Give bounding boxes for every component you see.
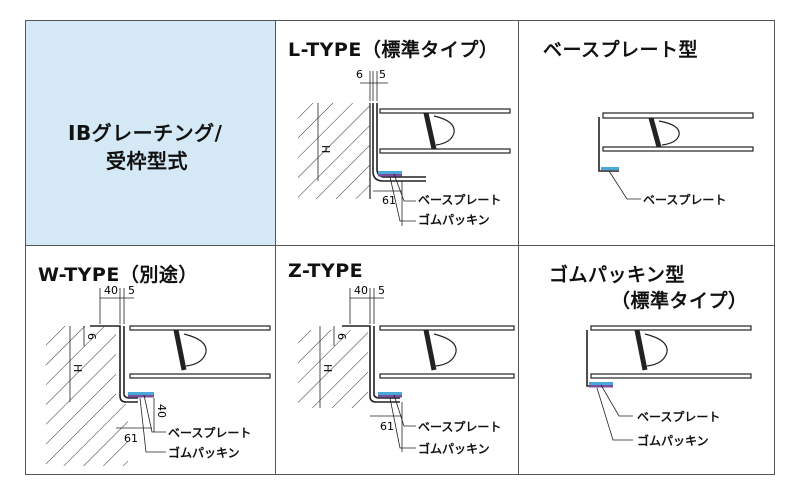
w-dim-61: 61 — [124, 432, 138, 445]
z-type-panel: Z-TYPE 40 5 6 H 61 ベースプレート ゴムパッキン — [275, 245, 519, 475]
gum-title-line2: （標準タイプ） — [611, 290, 748, 312]
w-dim-40: 40 — [104, 284, 118, 297]
ib-title-line1: IBグレーチング/ — [68, 121, 223, 145]
ib-panel: IBグレーチング/ 受枠型式 — [25, 20, 276, 246]
z-label-gum: ゴムパッキン — [418, 442, 490, 456]
gum-label-gum: ゴムパッキン — [637, 434, 709, 448]
l-dim-h: H — [319, 145, 332, 153]
base-plate-panel: ベースプレート型 ベースプレート — [518, 20, 775, 246]
gum-label-base: ベースプレート — [637, 410, 721, 424]
w-label-gum: ゴムパッキン — [168, 446, 240, 460]
l-dim-5: 5 — [379, 68, 386, 81]
z-type-diagram: 40 5 6 H 61 — [298, 284, 515, 452]
base-plate-title: ベースプレート型 — [543, 39, 699, 61]
l-dim-6: 6 — [356, 68, 363, 81]
w-dim-5: 5 — [128, 284, 135, 297]
l-dim-61: 61 — [382, 194, 396, 207]
w-dim-h: H — [71, 364, 84, 372]
z-dim-5: 5 — [378, 284, 385, 297]
base-plate-diagram — [598, 112, 754, 200]
w-dim-6: 6 — [85, 333, 98, 340]
z-type-title: Z-TYPE — [288, 260, 364, 282]
gum-packing-diagram — [586, 325, 752, 441]
z-label-base: ベースプレート — [418, 420, 502, 434]
ib-title-line2: 受枠型式 — [106, 149, 188, 173]
l-type-panel: L-TYPE（標準タイプ） 6 5 H 61 ベースプレート ゴムパッキン — [275, 20, 519, 246]
gum-title-line1: ゴムパッキン型 — [549, 264, 685, 286]
w-type-diagram: 40 5 6 H 40 61 — [46, 284, 271, 466]
z-dim-h: H — [321, 364, 334, 372]
l-label-gum: ゴムパッキン — [418, 213, 490, 227]
w-type-title: W-TYPE（別途） — [38, 264, 198, 286]
gum-packing-panel: ゴムパッキン型 （標準タイプ） ベースプレート ゴムパッキン — [518, 245, 775, 475]
l-type-title: L-TYPE（標準タイプ） — [288, 39, 499, 61]
w-dim-40v: 40 — [155, 404, 168, 418]
z-dim-40: 40 — [354, 284, 368, 297]
l-type-diagram: 6 5 H 61 — [298, 68, 511, 226]
w-type-panel: W-TYPE（別途） 40 5 6 H 40 61 ベースプレート ゴムパッ — [25, 245, 276, 475]
z-dim-61: 61 — [380, 420, 394, 433]
z-dim-6: 6 — [335, 333, 348, 340]
w-label-base: ベースプレート — [168, 426, 252, 440]
base-plate-label: ベースプレート — [643, 193, 727, 207]
l-label-base: ベースプレート — [418, 193, 502, 207]
